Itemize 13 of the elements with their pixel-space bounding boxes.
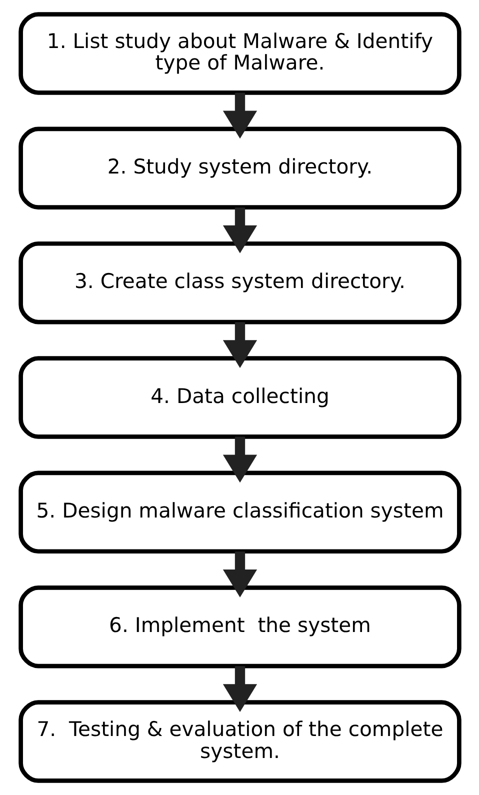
arrow (222, 92, 257, 139)
node-box: 6. Implement the system (18, 585, 461, 668)
arrow (222, 666, 257, 712)
node-box: 3. Create class system directory. (18, 241, 461, 324)
arrow (222, 207, 257, 254)
arrow (222, 551, 257, 598)
node-box: 4. Data collecting (18, 356, 461, 439)
arrow (222, 436, 257, 483)
node-box: 2. Study system directory. (18, 126, 461, 210)
node-box: 7. Testing & evaluation of the complete system. (18, 700, 461, 783)
node-box: 1. List study about Malware & Identify type of Malware. (18, 12, 461, 95)
node-box: 5. Design malware classification system (18, 470, 461, 554)
arrow (222, 322, 257, 368)
